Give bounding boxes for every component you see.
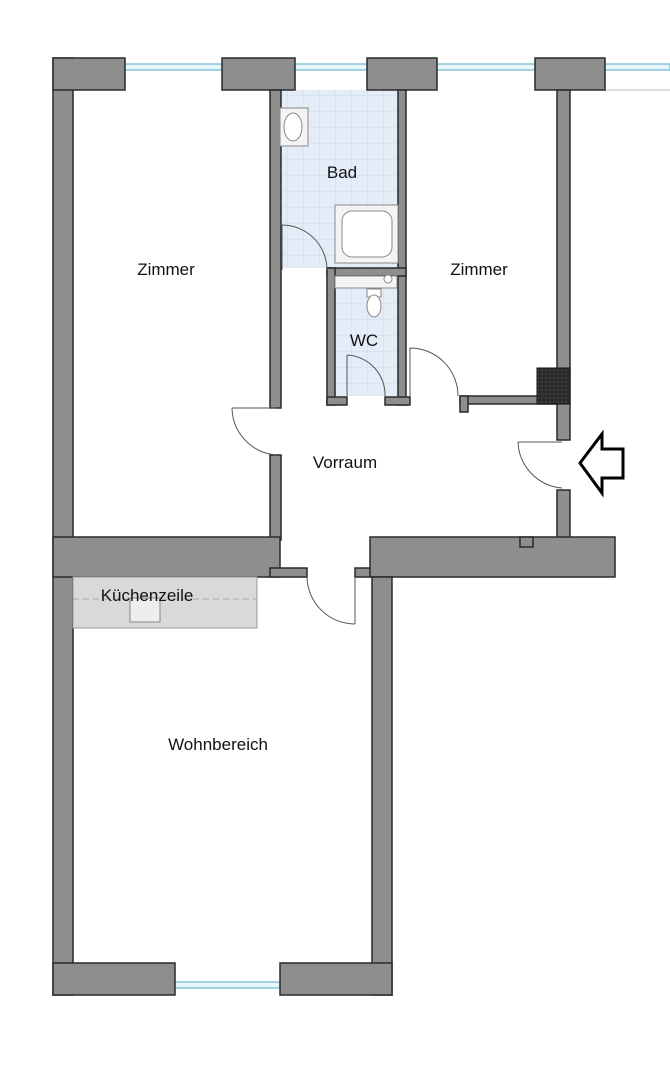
kitchen-counter [72,576,258,629]
room-label-zimmer-left: Zimmer [137,260,195,279]
arrow-left-outline-icon [578,429,625,498]
doors [231,224,563,625]
chimney [536,367,571,405]
bathtub-icon [334,204,399,264]
room-label-vorraum: Vorraum [313,453,377,472]
room-label-kuechenzeile: Küchenzeile [101,586,194,605]
room-label-wc: WC [350,331,378,350]
room-label-wohnbereich: Wohnbereich [168,735,268,754]
toilet-icon [334,274,398,318]
sink-icon [279,107,309,147]
window-bottom [174,981,281,989]
kitchen-sink-icon [129,597,161,623]
room-label-bad: Bad [327,163,357,182]
room-label-zimmer-right: Zimmer [450,260,508,279]
walls [52,57,616,996]
